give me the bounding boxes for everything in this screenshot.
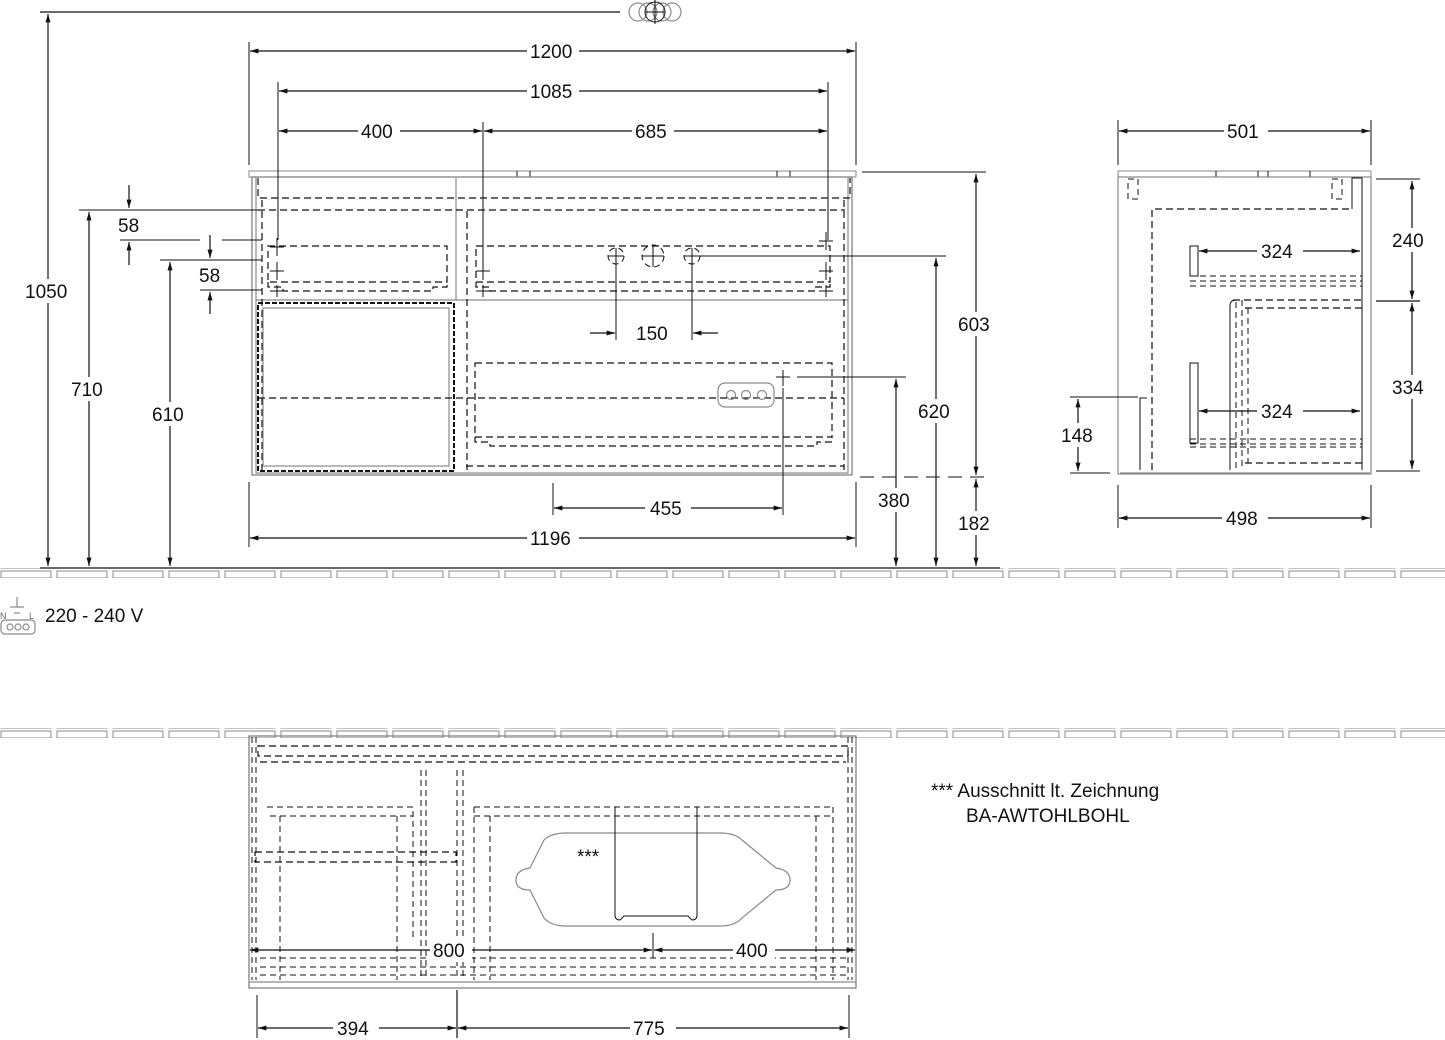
dim-floor-gap: 182 [958,514,990,535]
dim-bottom-width: 1196 [530,529,571,550]
dim-top-depth: 501 [1227,122,1259,143]
dimension-texts: 1050 1200 1085 400 685 58 58 710 610 150… [25,42,1424,1040]
dim-right-width: 775 [633,1019,665,1040]
wall-line [0,728,1445,738]
note-cutout-reference: *** Ausschnitt lt. Zeichnung [931,781,1159,802]
dim-upper-drawer-height: 240 [1392,231,1424,252]
dim-top-width: 1200 [530,42,572,63]
tap-holes-icon [40,0,682,24]
svg-text:N: N [0,611,7,621]
power-socket-icon: N L [0,597,36,635]
dim-left-width: 394 [337,1019,369,1040]
dimension-labels [22,39,1434,1040]
dim-socket-height: 148 [1061,426,1093,447]
dim-height-710: 710 [71,380,103,401]
front-view [248,170,857,476]
dim-inner-width: 1085 [530,82,572,103]
dim-height-380: 380 [878,491,910,512]
floor-line [0,567,1445,578]
socket-icon [717,382,775,408]
top-view: *** [248,735,857,989]
dim-bottom-depth: 498 [1226,509,1258,530]
dim-upper-drawer-depth: 324 [1261,242,1293,263]
dim-socket-offset: 455 [650,499,682,520]
dim-left-section: 400 [361,122,393,143]
side-dimensions [1070,120,1420,528]
dim-height-610: 610 [152,405,184,426]
dim-tap-spacing: 150 [636,324,668,345]
voltage-label: 220 - 240 V [45,606,144,627]
dim-lower-drawer-height: 334 [1392,378,1424,399]
front-dimensions [45,14,986,566]
dim-offset-800: 800 [433,941,465,962]
dim-upper-gap-1: 58 [118,216,139,237]
dim-cabinet-height: 603 [958,315,990,336]
side-view [1117,170,1372,475]
cutout-marker: *** [577,847,600,868]
dim-upper-gap-2: 58 [199,266,220,287]
dim-offset-400: 400 [736,941,768,962]
note-drawing-code: BA-AWTOHLBOHL [966,806,1130,827]
svg-text:L: L [29,611,34,621]
dim-lower-drawer-depth: 324 [1261,402,1293,423]
dim-total-height: 1050 [25,282,67,303]
dim-height-620: 620 [918,402,950,423]
dim-right-section: 685 [635,122,667,143]
